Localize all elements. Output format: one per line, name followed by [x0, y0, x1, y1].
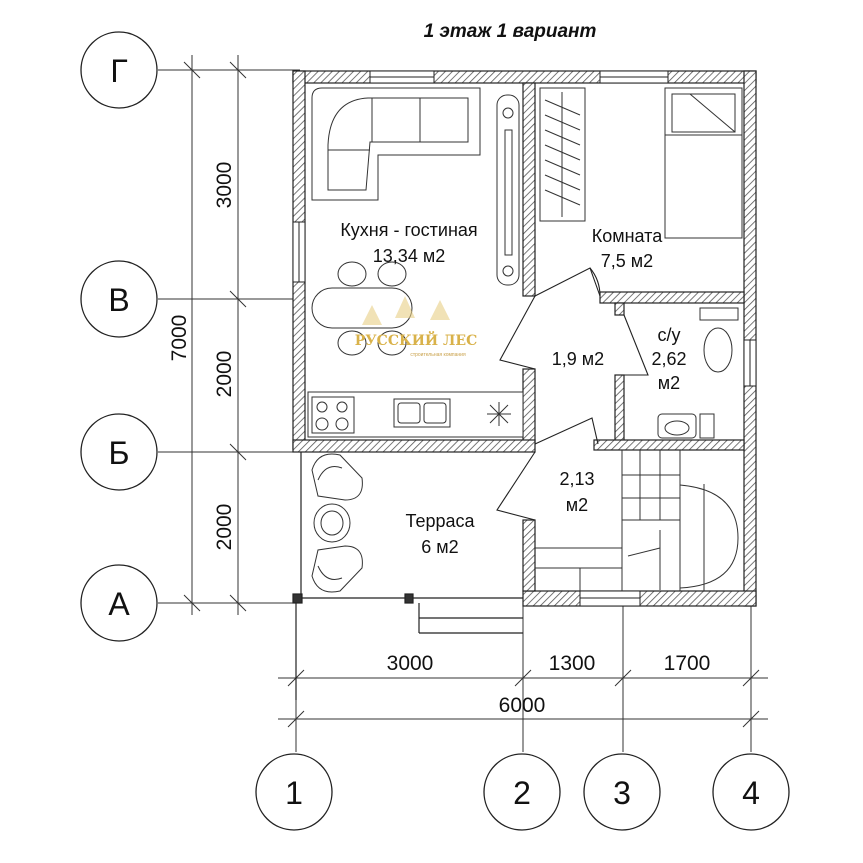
dim-horizontal-2: 1300	[549, 652, 596, 675]
room-terrace-name: Терраса	[405, 511, 475, 531]
axis-label-4: 4	[742, 775, 760, 811]
dim-vertical-2: 2000	[213, 351, 236, 398]
axis-label-2: 2	[513, 775, 531, 811]
windows	[292, 70, 757, 607]
row-axis-markers: Г В Б А	[80, 31, 158, 642]
room-bedroom-area: 7,5 м2	[601, 251, 653, 271]
axis-bubble-b	[80, 413, 158, 491]
stairs	[535, 450, 739, 591]
tv-stand	[496, 94, 520, 286]
axis-bubble-g	[80, 31, 158, 109]
dining-set	[311, 261, 413, 356]
room-kitchen-area: 13,34 м2	[373, 246, 445, 266]
axis-bubble-2	[483, 753, 561, 831]
dim-horizontal-1: 3000	[387, 652, 434, 675]
terrace-furniture	[311, 453, 363, 593]
vertical-dimensions	[183, 55, 247, 615]
room-hall-area: 1,9 м2	[552, 349, 604, 369]
wardrobe	[539, 87, 586, 222]
room-bedroom-name: Комната	[592, 226, 663, 246]
logo-watermark: РУССКИЙ ЛЕС строительная компания	[355, 296, 477, 358]
axis-label-v: В	[108, 282, 129, 318]
axis-bubble-1	[255, 753, 333, 831]
dim-vertical-1: 3000	[213, 162, 236, 209]
doors	[496, 267, 649, 521]
room-entry-area-1: 2,13	[559, 469, 594, 489]
dim-horizontal-total: 6000	[499, 694, 546, 717]
corner-sofa	[311, 87, 481, 201]
horizontal-dimensions	[278, 669, 768, 728]
room-bath-name: с/у	[657, 325, 680, 345]
room-terrace-area: 6 м2	[421, 537, 458, 557]
logo-tagline: строительная компания	[410, 352, 466, 358]
dim-horizontal-3: 1700	[664, 652, 711, 675]
axis-label-3: 3	[613, 775, 631, 811]
axis-bubble-v	[80, 260, 158, 338]
axis-label-a: А	[108, 586, 130, 622]
room-bath-area-1: 2,62	[651, 349, 686, 369]
dim-vertical-total: 7000	[168, 315, 191, 362]
axis-bubble-4	[712, 753, 790, 831]
logo-brand: РУССКИЙ ЛЕС	[355, 330, 477, 349]
bath-fixtures	[657, 307, 739, 439]
room-entry-area-2: м2	[566, 495, 588, 515]
dim-vertical-3: 2000	[213, 504, 236, 551]
plan-title: 1 этаж 1 вариант	[424, 21, 597, 42]
entry-steps	[295, 603, 523, 700]
axis-label-g: Г	[110, 53, 127, 89]
axis-bubble-a	[80, 564, 158, 642]
room-kitchen-name: Кухня - гостиная	[340, 220, 477, 240]
column-axis-markers: 1 2 3 4	[255, 753, 790, 831]
axis-bubble-3	[583, 753, 661, 831]
bed	[664, 87, 743, 239]
axis-label-1: 1	[285, 775, 303, 811]
terrace-rail	[292, 452, 523, 604]
axis-label-b: Б	[109, 435, 130, 471]
room-bath-area-2: м2	[658, 373, 680, 393]
kitchen-counter	[307, 391, 524, 438]
